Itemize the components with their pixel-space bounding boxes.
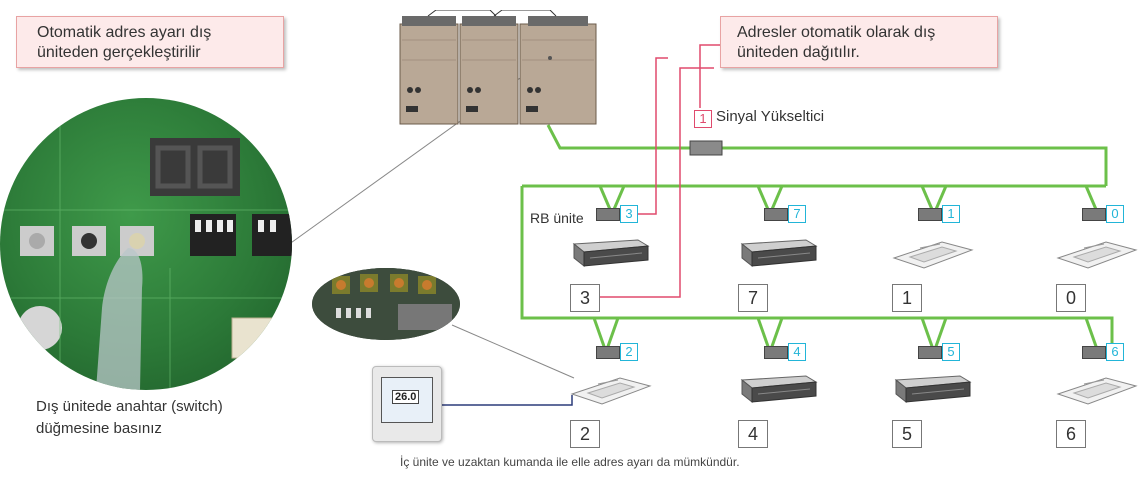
address-box: 2 — [570, 420, 600, 448]
rb-unit-label: RB ünite — [530, 210, 584, 226]
address-box: 0 — [1056, 284, 1086, 312]
pcb-buttons — [20, 226, 154, 256]
switch-instruction: Dış ünitede anahtar (switch) düğmesine b… — [36, 398, 223, 437]
bus-left-loop — [520, 186, 1114, 345]
duct-unit — [890, 372, 974, 413]
rb-unit — [918, 346, 942, 359]
address-tag: 5 — [942, 343, 960, 361]
signal-amplifier — [689, 140, 723, 156]
pcb-closeup — [0, 98, 292, 390]
duct-unit — [736, 236, 820, 277]
address-box: 7 — [738, 284, 768, 312]
remote-controller: 26.0 — [372, 366, 442, 442]
address-box: 4 — [738, 420, 768, 448]
bus-amp-to-right — [722, 146, 1108, 186]
signal-amplifier-number: 1 — [694, 110, 712, 128]
footer-note: İç ünite ve uzaktan kumanda ile elle adr… — [400, 455, 740, 469]
address-tag: 0 — [1106, 205, 1124, 223]
rb-unit — [596, 346, 620, 359]
cassette-unit — [568, 372, 652, 413]
remote-temperature-display: 26.0 — [392, 390, 420, 404]
bus-outdoor-drop — [546, 124, 690, 150]
callout-auto-setting: Otomatik adres ayarı dış üniteden gerçek… — [16, 16, 284, 68]
cassette-unit — [890, 236, 974, 277]
cassette-unit — [1054, 236, 1138, 277]
rb-unit — [1082, 208, 1106, 221]
duct-unit — [568, 236, 652, 277]
remote-screen: 26.0 — [381, 377, 433, 423]
rb-unit — [764, 208, 788, 221]
address-signal-lines — [600, 44, 726, 298]
rb-unit — [596, 208, 620, 221]
rb-unit — [1082, 346, 1106, 359]
address-tag: 6 — [1106, 343, 1124, 361]
cassette-unit — [1054, 372, 1138, 413]
dip-switches — [190, 214, 292, 256]
pressing-finger — [96, 248, 143, 390]
remote-wire — [440, 395, 573, 406]
address-box: 3 — [570, 284, 600, 312]
address-box: 1 — [892, 284, 922, 312]
rb-unit — [764, 346, 788, 359]
address-tag: 3 — [620, 205, 638, 223]
duct-unit — [736, 372, 820, 413]
indoor-pcb-closeup — [312, 268, 460, 340]
address-tag: 1 — [942, 205, 960, 223]
rb-unit — [918, 208, 942, 221]
seven-segment-display — [150, 138, 240, 196]
address-box: 5 — [892, 420, 922, 448]
address-tag: 2 — [620, 343, 638, 361]
outdoor-units — [398, 9, 598, 128]
callout-auto-setting-text: Otomatik adres ayarı dış üniteden gerçek… — [37, 24, 212, 61]
address-box: 6 — [1056, 420, 1086, 448]
callout-auto-distribution: Adresler otomatik olarak dış üniteden da… — [720, 16, 998, 68]
address-tag: 7 — [788, 205, 806, 223]
address-tag: 4 — [788, 343, 806, 361]
signal-amplifier-label: Sinyal Yükseltici — [716, 108, 825, 125]
callout-auto-distribution-text: Adresler otomatik olarak dış üniteden da… — [737, 24, 936, 61]
